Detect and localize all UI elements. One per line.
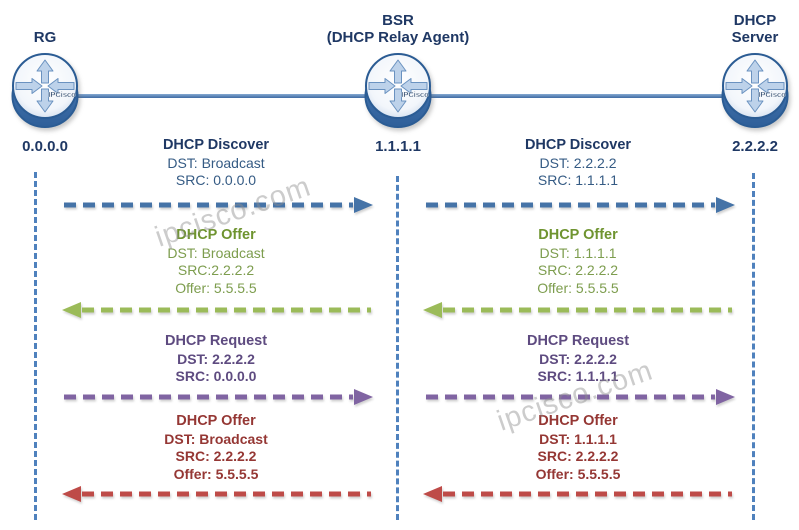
dhcp-offer-arrow-right — [423, 302, 732, 318]
message-dst: DST: Broadcast — [167, 244, 265, 261]
message-dhcp-offer-right: DHCP Offer DST: 1.1.1.1 SRC: 2.2.2.2 Off… — [458, 227, 698, 297]
message-src: SRC: 2.2.2.2 — [537, 448, 619, 464]
message-title: DHCP Offer — [538, 227, 618, 243]
dhcp-offer-arrow-left — [62, 302, 371, 318]
router-icon: IPCisco — [11, 53, 79, 128]
message-dst: DST: 2.2.2.2 — [539, 154, 617, 171]
node-label-line2: Server — [731, 29, 779, 46]
dhcp-offer-ack-arrow-left — [62, 486, 371, 502]
message-dst: DST: 1.1.1.1 — [539, 244, 617, 261]
message-title: DHCP Request — [164, 333, 268, 349]
message-title: DHCP Offer — [176, 413, 256, 429]
dhcp-discover-arrow-left — [64, 197, 373, 213]
message-title: DHCP Request — [526, 333, 630, 349]
message-dhcp-request-right: DHCP Request DST: 2.2.2.2 SRC: 1.1.1.1 — [458, 333, 698, 386]
router-icon: IPCisco — [364, 53, 432, 128]
router-icon: IPCisco — [721, 53, 789, 128]
message-offer: Offer: 5.5.5.5 — [175, 279, 257, 296]
node-dhcp-server: DHCP Server IPCisco 2.2.2.2 — [665, 0, 799, 160]
node-rg-label: RG — [0, 2, 135, 46]
node-rg: RG IPCisco 0.0.0.0 — [0, 0, 135, 160]
message-dhcp-request-left: DHCP Request DST: 2.2.2.2 SRC: 0.0.0.0 — [96, 333, 336, 386]
node-label-line1: RG — [33, 29, 57, 46]
message-src: SRC: 2.2.2.2 — [537, 262, 619, 278]
message-title: DHCP Offer — [176, 227, 256, 243]
router-brand-text: IPCisco — [48, 90, 76, 99]
lifeline-dhcp-server — [752, 173, 755, 520]
node-bsr-label: BSR (DHCP Relay Agent) — [308, 2, 488, 46]
message-dhcp-offer-ack-right: DHCP Offer DST: 1.1.1.1 SRC: 2.2.2.2 Off… — [458, 413, 698, 483]
message-src: SRC: 1.1.1.1 — [537, 172, 619, 188]
dhcp-request-arrow-right — [426, 389, 735, 405]
node-rg-ip: 0.0.0.0 — [22, 138, 68, 155]
dhcp-request-arrow-left — [64, 389, 373, 405]
message-offer: Offer: 5.5.5.5 — [535, 465, 621, 482]
message-dhcp-offer-ack-left: DHCP Offer DST: Broadcast SRC: 2.2.2.2 O… — [96, 413, 336, 483]
lifeline-bsr — [396, 176, 399, 520]
node-label-line2: (DHCP Relay Agent) — [326, 29, 470, 46]
node-dhcp-server-ip: 2.2.2.2 — [732, 138, 778, 155]
message-dst: DST: Broadcast — [167, 154, 265, 171]
message-dst: DST: Broadcast — [164, 430, 268, 447]
message-src: SRC: 0.0.0.0 — [175, 368, 257, 384]
message-dst: DST: 2.2.2.2 — [539, 350, 617, 367]
message-dst: DST: 1.1.1.1 — [539, 430, 617, 447]
node-bsr-ip: 1.1.1.1 — [375, 138, 421, 155]
message-src: SRC: 2.2.2.2 — [175, 448, 257, 464]
message-offer: Offer: 5.5.5.5 — [537, 279, 619, 296]
message-src: SRC: 0.0.0.0 — [175, 172, 257, 188]
router-brand-text: IPCisco — [401, 90, 429, 99]
node-label-line1: BSR — [382, 12, 414, 29]
node-dhcp-server-label: DHCP Server — [665, 2, 799, 46]
message-src: SRC:2.2.2.2 — [177, 262, 255, 278]
node-label-line1: DHCP — [733, 12, 777, 29]
dhcp-discover-arrow-right — [426, 197, 735, 213]
message-dhcp-discover-left: DHCP Discover DST: Broadcast SRC: 0.0.0.… — [96, 137, 336, 190]
message-src: SRC: 1.1.1.1 — [537, 368, 619, 384]
node-bsr: BSR (DHCP Relay Agent) IPCisco 1.1.1.1 — [308, 0, 488, 160]
message-title: DHCP Discover — [524, 137, 632, 153]
message-dhcp-offer-left: DHCP Offer DST: Broadcast SRC:2.2.2.2 Of… — [96, 227, 336, 297]
message-dst: DST: 2.2.2.2 — [177, 350, 255, 367]
message-title: DHCP Offer — [538, 413, 618, 429]
message-offer: Offer: 5.5.5.5 — [173, 465, 259, 482]
message-dhcp-discover-right: DHCP Discover DST: 2.2.2.2 SRC: 1.1.1.1 — [458, 137, 698, 190]
router-brand-text: IPCisco — [758, 90, 786, 99]
message-title: DHCP Discover — [162, 137, 270, 153]
lifeline-rg — [34, 172, 37, 520]
dhcp-offer-ack-arrow-right — [423, 486, 732, 502]
